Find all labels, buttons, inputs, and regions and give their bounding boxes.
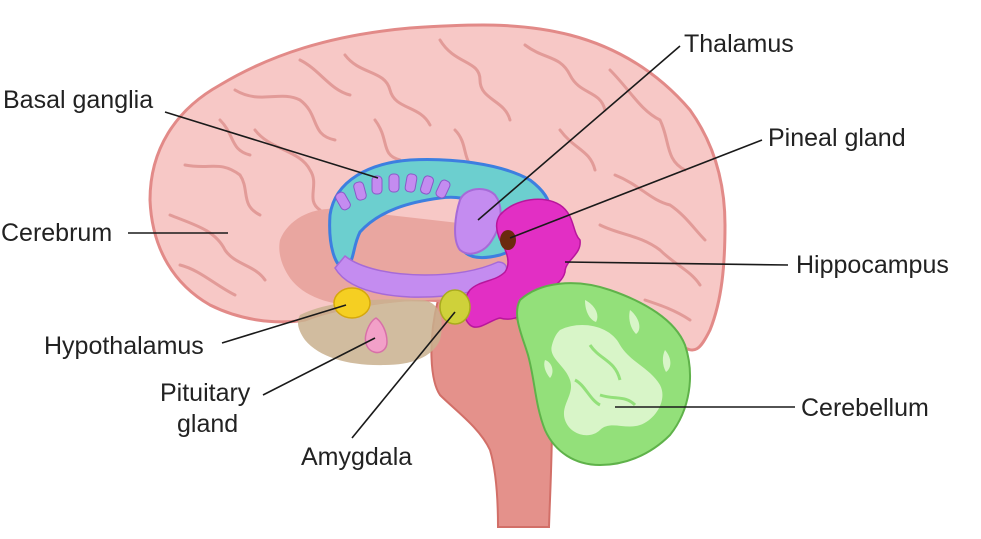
label-cerebrum: Cerebrum	[1, 219, 112, 247]
label-hypothalamus: Hypothalamus	[44, 332, 204, 360]
pituitary-gland	[364, 317, 388, 354]
leader-lines	[128, 45, 795, 439]
label-pineal-gland: Pineal gland	[768, 124, 906, 152]
amygdala	[439, 289, 471, 325]
leader-pineal-gland	[509, 139, 763, 239]
leader-basal-ganglia	[164, 111, 379, 179]
leader-hippocampus	[564, 261, 789, 266]
leader-thalamus	[477, 45, 681, 221]
striations	[335, 173, 451, 211]
label-thalamus: Thalamus	[684, 30, 794, 58]
leader-amygdala	[351, 311, 456, 439]
label-cerebellum: Cerebellum	[801, 394, 929, 422]
label-pituitary-line2: gland	[177, 410, 238, 438]
label-basal-ganglia: Basal ganglia	[3, 86, 153, 114]
pineal-gland	[500, 230, 516, 250]
hippocampus	[463, 198, 581, 328]
label-hippocampus: Hippocampus	[796, 251, 949, 279]
leader-pituitary-gland	[262, 337, 376, 396]
label-amygdala: Amygdala	[301, 443, 412, 471]
cerebrum-gyri	[168, 38, 707, 322]
leader-hypothalamus	[221, 304, 347, 344]
label-pituitary-line1: Pituitary	[160, 379, 251, 407]
thalamus	[454, 188, 502, 255]
hypothalamus	[333, 287, 371, 319]
